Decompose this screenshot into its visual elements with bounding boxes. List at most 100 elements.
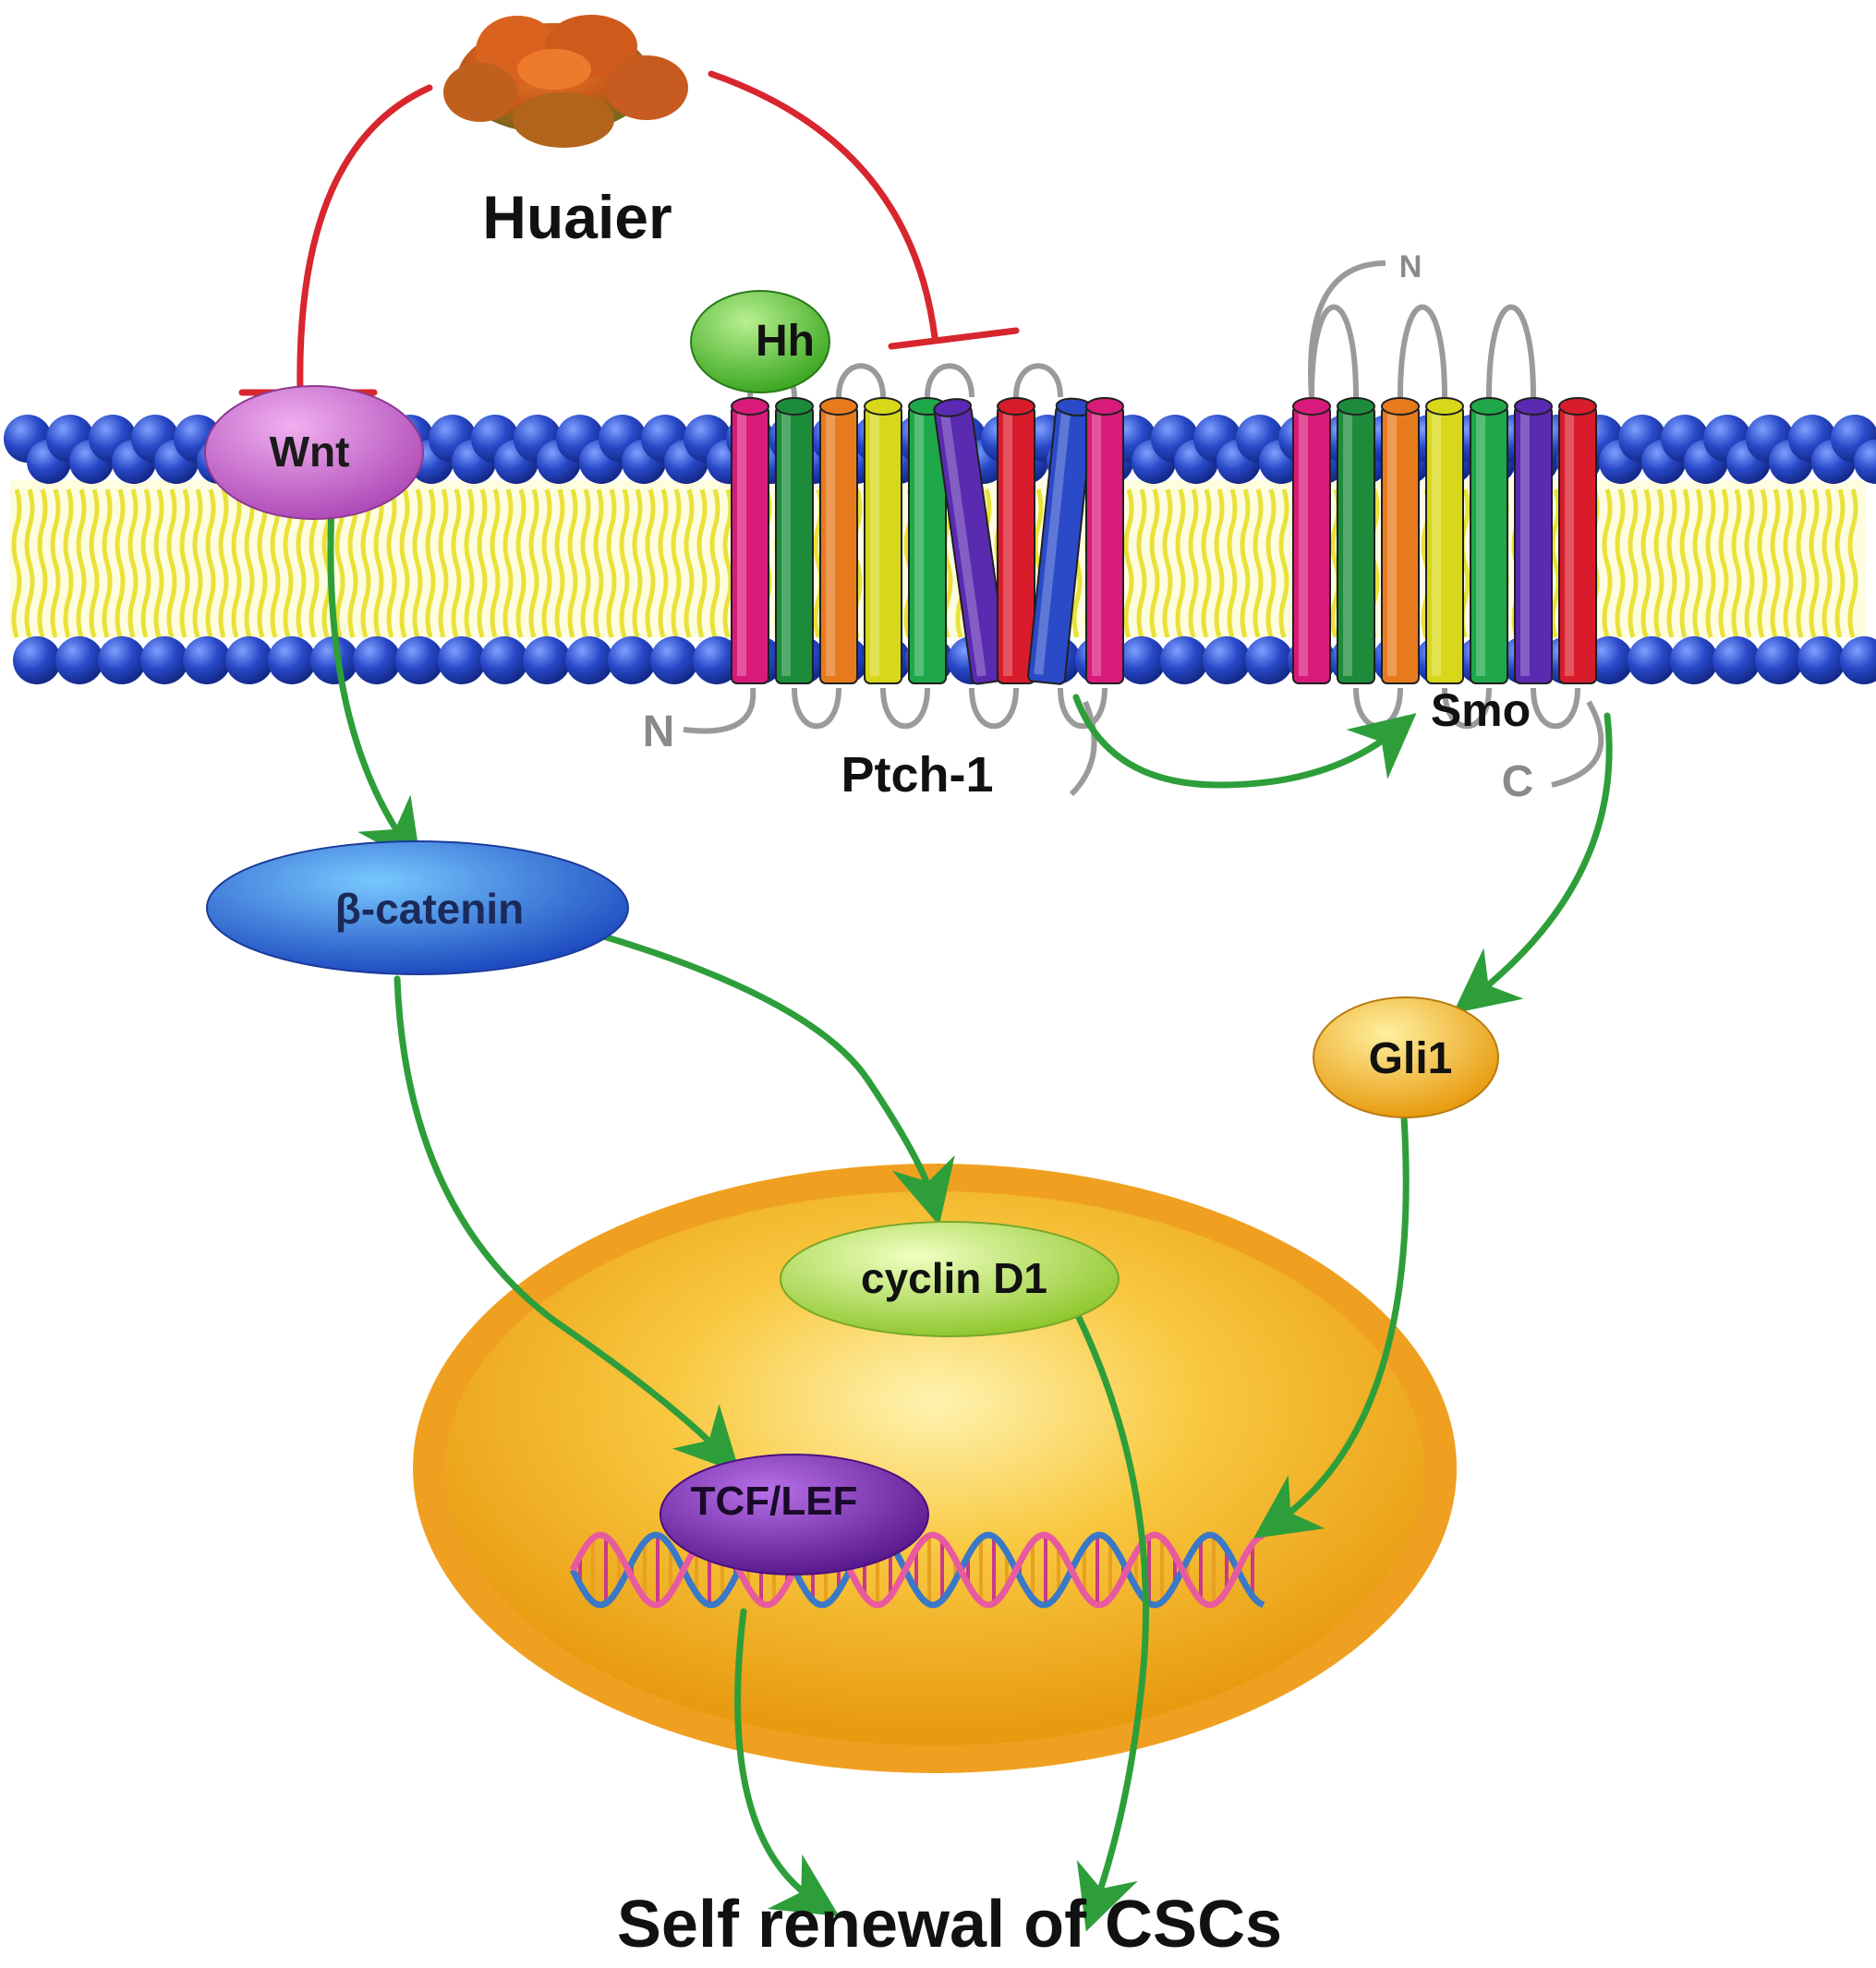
lipid-tail [554,489,565,638]
lipid-tail [76,489,87,638]
transmembrane-helix [1558,397,1597,684]
transmembrane-helix [864,397,902,684]
lipid-tail [658,489,669,638]
lipid-tail [347,489,358,638]
phospholipid-head [1628,636,1676,684]
ptch-n-terminus-tail [683,687,756,734]
helix-shine [1092,414,1101,676]
arrow-beta-catenin-to-tcf-lef [393,975,741,1474]
receptor-loop [836,363,886,398]
activation-arrows [327,486,1613,1932]
lipid-tail [24,489,35,638]
inhibit-hh-bar [888,327,1020,350]
lipid-tail [89,489,100,638]
receptor-loop [1442,687,1492,730]
transmembrane-helix [775,397,814,684]
helix-top [1337,397,1375,416]
helix-shine [870,414,879,676]
phospholipid-head [438,636,486,684]
helix-shine [1520,414,1530,676]
lipid-tail [1253,489,1264,638]
lipid-tail [1718,489,1729,638]
helix-shine [1387,414,1397,676]
transmembrane-helix [1337,397,1375,684]
helix-shine [1034,413,1071,675]
tcf-lef-label: TCF/LEF [691,1479,858,1524]
lipid-tail [1136,489,1147,638]
helix-top [1085,397,1124,416]
phospholipid-head [140,636,188,684]
lipid-tail [1692,489,1703,638]
helix-top [864,397,902,416]
lipid-tail [1705,489,1716,638]
transmembrane-helix [1514,397,1553,684]
transmembrane-helix [1381,397,1420,684]
receptor-loop [1486,304,1536,398]
phospholipid-head [353,636,401,684]
helix-top [1381,397,1420,416]
lipid-tail [11,489,22,638]
nucleus [413,1164,1457,1773]
helix-top [775,397,814,416]
phospholipid-head [13,636,61,684]
lipid-tail [1809,489,1820,638]
lipid-tail [1847,489,1858,638]
lipid-tail [1640,489,1652,638]
lipid-tail [619,489,630,638]
phospholipid-head [225,636,273,684]
helix-top [1425,397,1464,416]
receptor-loop [880,687,930,730]
lipid-tail [386,489,397,638]
hh-label: Hh [756,317,815,366]
ptch1-receptor [683,363,1124,797]
helix-shine [826,414,835,676]
lipid-tail [244,489,255,638]
transmembrane-helix [1425,397,1464,684]
helix-shine [1003,414,1012,676]
receptor-loop [1013,363,1063,398]
gli1-label: Gli1 [1369,1034,1453,1083]
phospholipid-head [310,636,358,684]
helix-top [1514,397,1553,416]
lipid-tail [1731,489,1742,638]
transmembrane-helix [908,397,947,684]
lipid-tail [515,489,526,638]
phospholipid-head [395,636,443,684]
cyclin-d1-node: cyclin D1 [780,1221,1120,1337]
lipid-tail [1757,489,1768,638]
lipid-tail [645,489,656,638]
phospholipid-head [480,636,528,684]
lipid-tail [1834,489,1846,638]
phospholipid-head [1160,636,1208,684]
lipid-tail [399,489,410,638]
lipid-tail [192,489,203,638]
lipid-tail [567,489,578,638]
lipid-tail [37,489,48,638]
inhibit-hh-line [708,70,938,341]
lipid-tail [1188,489,1199,638]
tcf-lef-node: TCF/LEF [660,1454,929,1576]
lipid-tail [205,489,216,638]
lipid-tail [1123,489,1134,638]
lipid-tail [684,489,695,638]
transmembrane-helix [933,398,1010,685]
transmembrane-helix [731,397,769,684]
phospholipid-head [183,636,231,684]
phospholipid-head [1203,636,1251,684]
lipid-tail [1214,489,1225,638]
lipid-tail [671,489,682,638]
lipid-tail [153,489,164,638]
lipid-tail [528,489,539,638]
phospholipid-head [565,636,613,684]
lipid-tail [1653,489,1664,638]
lipid-tail [490,489,501,638]
helix-top [1470,397,1508,416]
lipid-tail [438,489,449,638]
lipid-tail [1602,489,1613,638]
lipid-tail [1615,489,1626,638]
phospholipid-head [693,636,741,684]
phospholipid-head [1755,636,1803,684]
lipid-tail [179,489,190,638]
lipid-tail [1783,489,1794,638]
lipid-tail [1175,489,1186,638]
